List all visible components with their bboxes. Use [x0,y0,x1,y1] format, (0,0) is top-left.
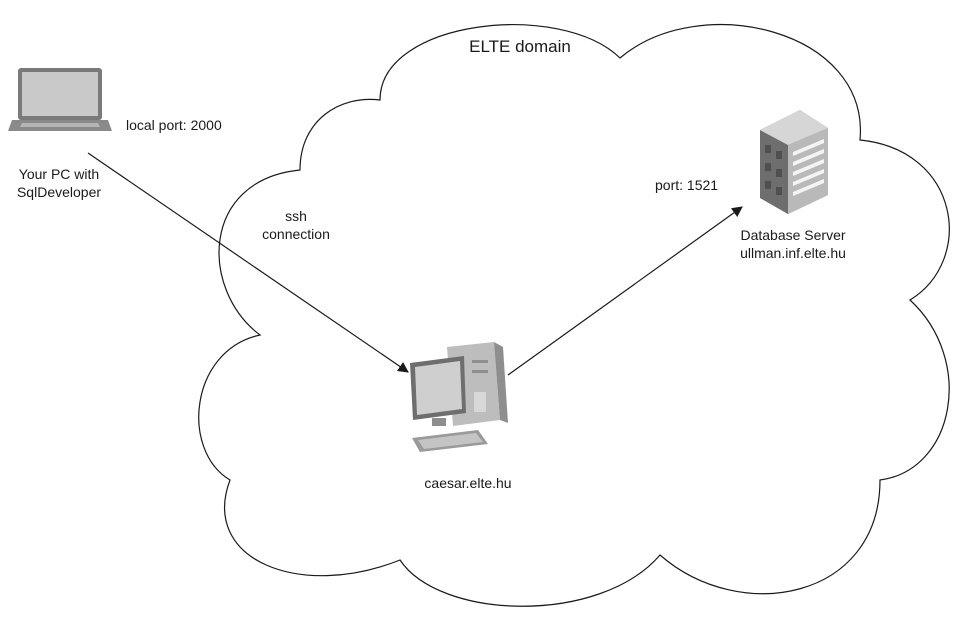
pc-label-line1: Your PC with [18,166,100,182]
elte-domain-cloud [198,24,950,607]
db-port-label: port: 1521 [655,177,719,193]
ssh-connection-arrow [87,152,409,373]
domain-title: ELTE domain [469,37,571,56]
pc-label: Your PC with SqlDeveloper [4,165,114,201]
office-building-icon [760,110,828,214]
db-server-label: Database Server ullman.inf.elte.hu [718,226,868,262]
ssh-label-line1: ssh [285,208,307,224]
db-connection-arrow [507,206,743,376]
laptop-icon [8,68,112,131]
local-port-label: local port: 2000 [126,117,222,133]
db-label-line1: Database Server [740,227,846,243]
pc-label-line2: SqlDeveloper [16,184,102,200]
gateway-label: caesar.elte.hu [424,475,512,491]
desktop-computer-icon [410,342,508,452]
ssh-connection-label: ssh connection [246,207,346,243]
ssh-label-line2: connection [262,226,330,242]
db-label-line2: ullman.inf.elte.hu [740,245,846,261]
